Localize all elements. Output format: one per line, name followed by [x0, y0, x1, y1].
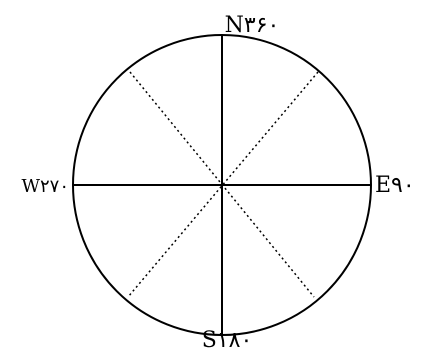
- diagonal-ne-sw: [127, 71, 319, 298]
- north-label: N۳۶۰: [225, 13, 280, 38]
- west-label: W۲۷۰: [21, 176, 69, 197]
- east-label: E۹۰: [375, 173, 415, 198]
- diagonal-nw-se: [129, 71, 315, 298]
- south-label: S۱۸۰: [202, 328, 253, 351]
